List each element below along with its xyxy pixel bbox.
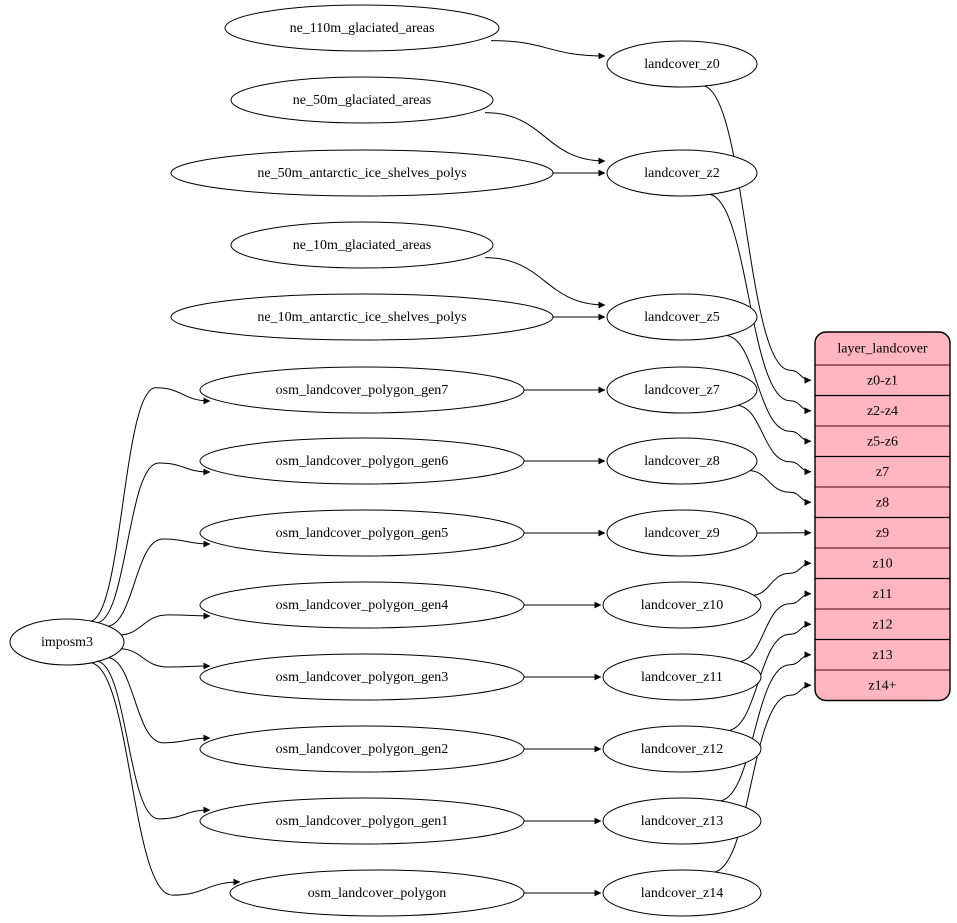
nodes-layer: imposm3 ne_110m_glaciated_areas ne_50m_gla… <box>9 4 762 917</box>
edge-landcover_z14-to-table-z14+ <box>712 681 812 873</box>
node-label: osm_landcover_polygon_gen5 <box>276 526 449 541</box>
node-label: ne_10m_antarctic_ice_shelves_polys <box>257 310 466 325</box>
node-osm_landcover_polygon_gen7[interactable]: osm_landcover_polygon_gen7 <box>199 366 525 414</box>
node-landcover_z10[interactable]: landcover_z10 <box>602 581 762 629</box>
node-label: ne_50m_glaciated_areas <box>293 93 431 108</box>
edge-imposm3-to-osm_landcover_polygon <box>89 662 241 896</box>
edge-imposm3-to-osm_landcover_polygon_gen5 <box>105 538 211 628</box>
node-landcover_z9[interactable]: landcover_z9 <box>606 509 758 557</box>
node-label: ne_50m_antarctic_ice_shelves_polys <box>257 166 466 181</box>
node-label: landcover_z5 <box>644 310 719 325</box>
table-layer_landcover[interactable]: layer_landcover z0-z1 z2-z4 z5-z6 z7 z8 z9 z10 z… <box>814 331 951 701</box>
edge-landcover_z8-to-table-z8 <box>747 469 812 506</box>
node-label: landcover_z11 <box>641 670 723 685</box>
table-row-label: z14+ <box>868 678 896 693</box>
table-row-label: z12 <box>872 617 892 632</box>
node-label: landcover_z12 <box>641 742 723 757</box>
edge-landcover_z12-to-table-z12 <box>726 620 812 732</box>
node-landcover_z8[interactable]: landcover_z8 <box>606 437 758 485</box>
node-ne_50m_antarctic_ice_shelves_polys[interactable]: ne_50m_antarctic_ice_shelves_polys <box>170 149 554 197</box>
edge-imposm3-to-osm_landcover_polygon_gen1 <box>96 660 211 820</box>
node-osm_landcover_polygon_gen1[interactable]: osm_landcover_polygon_gen1 <box>199 797 525 845</box>
node-label: osm_landcover_polygon_gen3 <box>276 670 449 685</box>
node-label: ne_10m_glaciated_areas <box>293 238 431 253</box>
node-label: osm_landcover_polygon_gen6 <box>276 454 449 469</box>
edge-ne_10m_glaciated_areas-to-landcover_z5 <box>484 257 606 309</box>
node-landcover_z14[interactable]: landcover_z14 <box>602 869 762 917</box>
node-label: imposm3 <box>41 635 93 650</box>
table-row-label: z11 <box>873 587 893 602</box>
node-label: landcover_z9 <box>644 526 719 541</box>
edge-imposm3-to-osm_landcover_polygon_gen6 <box>95 462 211 624</box>
table-outline <box>814 331 951 702</box>
table-header-label: layer_landcover <box>837 342 928 357</box>
node-osm_landcover_polygon_gen3[interactable]: osm_landcover_polygon_gen3 <box>199 653 525 701</box>
node-label: landcover_z14 <box>641 886 723 901</box>
table-row-label: z2-z4 <box>867 404 898 419</box>
node-osm_landcover_polygon_gen2[interactable]: osm_landcover_polygon_gen2 <box>199 725 525 773</box>
node-label: ne_110m_glaciated_areas <box>290 21 435 36</box>
table-row-label: z7 <box>876 465 889 480</box>
layer-landcover-table[interactable]: layer_landcover z0-z1 z2-z4 z5-z6 z7 z8 z9 z10 z… <box>814 331 951 702</box>
edge-landcover_z0-to-table-z0-z1 <box>701 85 812 384</box>
table-row-label: z9 <box>876 526 889 541</box>
edge-imposm3-to-osm_landcover_polygon_gen7 <box>89 387 211 622</box>
table-row-label: z13 <box>872 648 892 663</box>
node-landcover_z7[interactable]: landcover_z7 <box>606 366 758 414</box>
edges-layer <box>89 40 812 897</box>
edge-landcover_z5-to-table-z5-z6 <box>724 334 812 445</box>
node-label: osm_landcover_polygon_gen7 <box>276 383 449 398</box>
node-label: landcover_z7 <box>644 383 719 398</box>
node-ne_10m_antarctic_ice_shelves_polys[interactable]: ne_10m_antarctic_ice_shelves_polys <box>170 293 554 341</box>
node-ne_10m_glaciated_areas[interactable]: ne_10m_glaciated_areas <box>230 221 494 269</box>
node-label: landcover_z13 <box>641 814 723 829</box>
table-row-label: z5-z6 <box>867 434 898 449</box>
node-label: landcover_z0 <box>644 57 719 72</box>
node-label: landcover_z8 <box>644 454 719 469</box>
node-imposm3[interactable]: imposm3 <box>9 618 125 666</box>
node-osm_landcover_polygon_gen4[interactable]: osm_landcover_polygon_gen4 <box>199 581 525 629</box>
node-osm_landcover_polygon_gen5[interactable]: osm_landcover_polygon_gen5 <box>199 509 525 557</box>
node-label: landcover_z10 <box>641 598 723 613</box>
node-landcover_z0[interactable]: landcover_z0 <box>606 40 758 88</box>
node-landcover_z12[interactable]: landcover_z12 <box>602 725 762 773</box>
edge-ne_110m_glaciated_areas-to-landcover_z0 <box>490 40 606 60</box>
node-osm_landcover_polygon_gen6[interactable]: osm_landcover_polygon_gen6 <box>199 437 525 485</box>
edge-ne_50m_glaciated_areas-to-landcover_z2 <box>484 112 606 165</box>
node-label: osm_landcover_polygon_gen1 <box>276 814 449 829</box>
edge-landcover_z13-to-table-z13 <box>718 651 812 802</box>
node-label: osm_landcover_polygon <box>308 886 446 901</box>
node-ne_50m_glaciated_areas[interactable]: ne_50m_glaciated_areas <box>230 76 494 124</box>
node-landcover_z5[interactable]: landcover_z5 <box>606 293 758 341</box>
node-landcover_z13[interactable]: landcover_z13 <box>602 797 762 845</box>
node-label: landcover_z2 <box>644 166 719 181</box>
edge-landcover_z11-to-table-z11 <box>737 590 812 663</box>
node-osm_landcover_polygon[interactable]: osm_landcover_polygon <box>229 869 525 917</box>
node-label: osm_landcover_polygon_gen2 <box>276 742 449 757</box>
node-label: osm_landcover_polygon_gen4 <box>276 598 449 613</box>
edge-landcover_z2-to-table-z2-z4 <box>707 193 812 415</box>
edge-imposm3-to-osm_landcover_polygon_gen4 <box>117 612 211 636</box>
table-row-label: z10 <box>872 556 892 571</box>
edge-imposm3-to-osm_landcover_polygon_gen2 <box>106 656 211 744</box>
table-row-label: z0-z1 <box>867 373 898 388</box>
edge-landcover_z10-to-table-z10 <box>750 559 812 597</box>
edge-imposm3-to-osm_landcover_polygon_gen3 <box>117 647 211 670</box>
table-row-label: z8 <box>876 495 889 510</box>
node-ne_110m_glaciated_areas[interactable]: ne_110m_glaciated_areas <box>224 4 500 52</box>
edge-landcover_z7-to-table-z7 <box>735 404 812 476</box>
node-landcover_z11[interactable]: landcover_z11 <box>602 653 762 701</box>
node-landcover_z2[interactable]: landcover_z2 <box>606 149 758 197</box>
